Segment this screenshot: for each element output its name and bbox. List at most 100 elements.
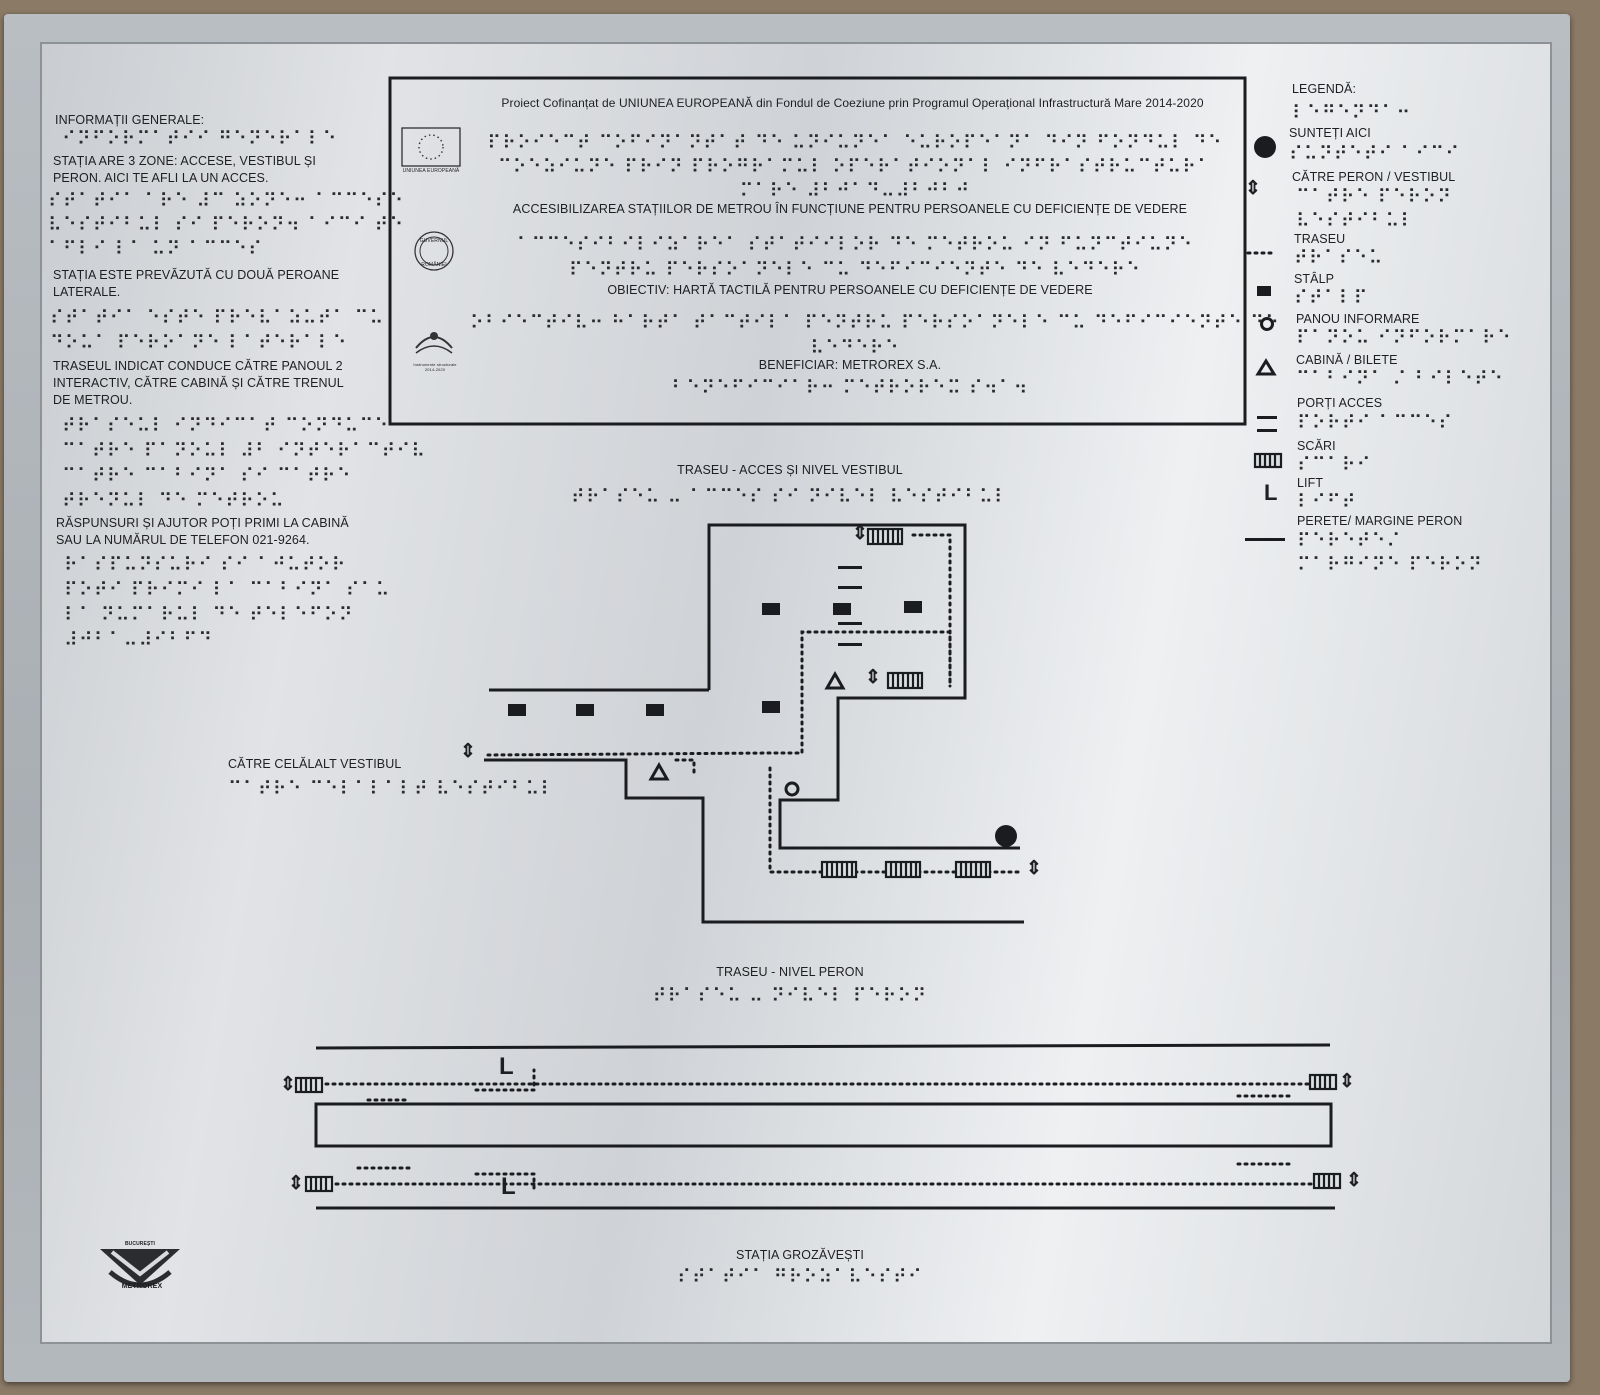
info-route-braille: ⠞⠗⠁⠎⠑⠥⠇ ⠊⠝⠙⠊⠉⠁⠞ ⠉⠕⠝⠙⠥⠉⠑ <box>62 415 390 437</box>
legend-info-panel-icon <box>1260 317 1274 331</box>
project-eu-line: Proiect Cofinanțat de UNIUNEA EUROPEANĂ … <box>501 96 1204 110</box>
info-zones-braille: ⠁⠋⠇⠊ ⠇⠁ ⠥⠝ ⠁⠉⠉⠑⠎ <box>48 238 264 260</box>
access-gate <box>838 643 862 646</box>
info-zones-braille: ⠎⠞⠁⠞⠊⠁ ⠁⠗⠑ ⠼⠉ ⠵⠕⠝⠑⠒ ⠁⠉⠉⠑⠎⠑ <box>48 190 405 212</box>
legend-ticket-icon <box>1255 358 1277 376</box>
legend-title-braille: ⠇⠑⠛⠑⠝⠙⠁⠒ <box>1292 102 1412 124</box>
government-logo <box>414 231 454 271</box>
info-route-braille: ⠞⠗⠑⠝⠥⠇ ⠙⠑ ⠍⠑⠞⠗⠕⠥ <box>62 490 285 512</box>
station-name: STAȚIA GROZĂVEȘTI <box>736 1248 864 1262</box>
access-gate <box>838 622 862 625</box>
vestibule-route-title: TRASEU - ACCES ȘI NIVEL VESTIBUL <box>677 463 903 477</box>
pillar <box>762 603 780 615</box>
route-line <box>768 766 1024 874</box>
info-help-braille: ⠼⠚⠃⠁⠤⠼⠊⠃⠋⠙ <box>64 629 214 651</box>
legend-gates-icon <box>1257 429 1277 432</box>
metrorex-logo-top: BUCUREȘTI <box>124 1241 156 1247</box>
info-platforms-braille: ⠎⠞⠁⠞⠊⠁ ⠑⠎⠞⠑ ⠏⠗⠑⠧⠁⠵⠥⠞⠁ ⠉⠥ <box>50 307 385 329</box>
project-objective-braille: ⠕⠃⠊⠑⠉⠞⠊⠧⠒ ⠓⠁⠗⠞⠁ ⠞⠁⠉⠞⠊⠇⠁ ⠏⠑⠝⠞⠗⠥ ⠏⠑⠗⠎⠕⠁⠝⠑⠇… <box>470 312 1280 334</box>
project-eu-braille: ⠉⠕⠑⠵⠊⠥⠝⠑ ⠏⠗⠊⠝ ⠏⠗⠕⠛⠗⠁⠍⠥⠇ ⠕⠏⠑⠗⠁⠞⠊⠕⠝⠁⠇ ⠊⠝⠋⠗… <box>497 156 1213 178</box>
legend-braille: ⠎⠞⠁⠇⠏ <box>1294 287 1369 309</box>
route-line <box>486 630 952 757</box>
legend-braille: ⠧⠑⠎⠞⠊⠃⠥⠇ <box>1296 210 1416 232</box>
structural-funds-caption: Instrumente structurale 2014-2020 <box>413 362 457 372</box>
legend-title: LEGENDĂ: <box>1292 82 1357 96</box>
legend-braille: ⠏⠕⠗⠞⠊ ⠁⠉⠉⠑⠎ <box>1297 412 1454 434</box>
info-zones-braille: ⠧⠑⠎⠞⠊⠃⠥⠇ ⠎⠊ ⠏⠑⠗⠕⠝⠲ ⠁⠊⠉⠊ ⠞⠑ <box>48 214 405 236</box>
tactile-map-plate <box>40 42 1552 1344</box>
vestibule-route-braille: ⠞⠗⠁⠎⠑⠥ ⠤ ⠁⠉⠉⠑⠎ ⠎⠊ ⠝⠊⠧⠑⠇ ⠧⠑⠎⠞⠊⠃⠥⠇ <box>571 486 1009 508</box>
info-route-braille: ⠉⠁⠞⠗⠑ ⠉⠁⠃⠊⠝⠁ ⠎⠊ ⠉⠁⠞⠗⠑ <box>62 465 352 487</box>
direction-arrows-icon: ⇕ <box>1026 858 1043 879</box>
legend-gates-icon <box>1257 416 1277 419</box>
access-gate <box>838 566 862 569</box>
pillar <box>508 704 526 716</box>
legend-braille: ⠞⠗⠁⠎⠑⠥ <box>1294 247 1384 269</box>
stairs <box>294 1076 324 1094</box>
project-eu-braille: ⠍⠁⠗⠑ ⠼⠃⠚⠁⠙⠤⠼⠃⠚⠃⠚ <box>739 180 971 202</box>
track-bed <box>314 1102 1333 1148</box>
legend-label-pillar: STÂLP <box>1294 272 1335 286</box>
legend-direction-icon: ⇕ <box>1245 178 1262 199</box>
info-route: TRASEUL INDICAT CONDUCE CĂTRE PANOUL 2 I… <box>53 359 344 407</box>
legend-label-gates: PORȚI ACCES <box>1297 396 1383 410</box>
route-line <box>674 758 696 779</box>
lift-icon: L <box>501 1173 516 1200</box>
legend-label-wall: PERETE/ MARGINE PERON <box>1297 514 1463 528</box>
info-panel-marker <box>784 781 800 797</box>
other-vestibule-label: CĂTRE CELĂLALT VESTIBUL <box>228 757 402 771</box>
info-platforms-braille: ⠙⠕⠥⠁ ⠏⠑⠗⠕⠁⠝⠑ ⠇⠁⠞⠑⠗⠁⠇⠑ <box>50 332 348 354</box>
legend-braille: ⠏⠑⠗⠑⠞⠑⠌ <box>1297 530 1402 552</box>
ticket-booth-triangle <box>648 761 670 781</box>
info-help: RĂSPUNSURI ȘI AJUTOR POȚI PRIMI LA CABIN… <box>56 516 349 547</box>
info-help-braille: ⠇⠁ ⠝⠥⠍⠁⠗⠥⠇ ⠙⠑ ⠞⠑⠇⠑⠋⠕⠝ <box>64 604 354 626</box>
legend-label-direction: CĂTRE PERON / VESTIBUL <box>1292 170 1456 184</box>
legend-label-you-are-here: SUNTEȚI AICI <box>1289 126 1371 140</box>
info-platforms: STAȚIA ESTE PREVĂZUTĂ CU DOUĂ PEROANE LA… <box>53 268 340 299</box>
direction-arrows-icon: ⇕ <box>460 741 477 762</box>
direction-arrows-icon: ⇕ <box>852 523 869 544</box>
legend-pillar-icon <box>1257 286 1271 296</box>
stairs <box>304 1175 334 1193</box>
legend-braille: ⠉⠁⠃⠊⠝⠁ ⠌ ⠃⠊⠇⠑⠞⠑ <box>1296 368 1504 390</box>
project-objective: OBIECTIV: HARTĂ TACTILĂ PENTRU PERSOANEL… <box>607 283 1093 297</box>
info-zones: STAȚIA ARE 3 ZONE: ACCESE, VESTIBUL ȘI P… <box>53 154 316 185</box>
stairs <box>1308 1073 1338 1091</box>
legend-braille: ⠎⠉⠁⠗⠊ <box>1297 454 1372 476</box>
stairs <box>886 671 924 690</box>
platform-route-title: TRASEU - NIVEL PERON <box>716 965 864 979</box>
route-line <box>474 1172 536 1194</box>
eu-logo-caption: UNIUNEA EUROPEANĂ <box>402 168 460 174</box>
project-box <box>388 76 1247 426</box>
pillar <box>904 601 922 613</box>
info-heading: INFORMAȚII GENERALE: <box>55 113 205 127</box>
metrorex-logo-bottom: METROREX <box>121 1283 163 1290</box>
government-logo-text: ROMÂNIEI <box>421 262 447 268</box>
direction-arrows-icon: ⇕ <box>1346 1170 1363 1191</box>
ticket-booth-triangle <box>824 670 846 690</box>
access-gate <box>838 586 862 589</box>
legend-braille: ⠎⠥⠝⠞⠑⠞⠊ ⠁⠊⠉⠊ <box>1289 143 1461 165</box>
project-accessibility-braille: ⠏⠑⠝⠞⠗⠥ ⠏⠑⠗⠎⠕⠁⠝⠑⠇⠑ ⠉⠥ ⠙⠑⠋⠊⠉⠊⠑⠝⠞⠑ ⠙⠑ ⠧⠑⠙⠑⠗… <box>568 259 1142 281</box>
legend-label-stairs: SCĂRI <box>1297 439 1336 453</box>
legend-label-ticket: CABINĂ / BILETE <box>1296 353 1398 367</box>
info-heading-braille: ⠊⠝⠋⠕⠗⠍⠁⠞⠊⠊ ⠛⠑⠝⠑⠗⠁⠇⠑ <box>62 128 338 150</box>
pillar <box>762 701 780 713</box>
legend-stairs-icon <box>1253 452 1283 469</box>
project-accessibility-braille: ⠁⠉⠉⠑⠎⠊⠃⠊⠇⠊⠵⠁⠗⠑⠁ ⠎⠞⠁⠞⠊⠊⠇⠕⠗ ⠙⠑ ⠍⠑⠞⠗⠕⠥ ⠊⠝ ⠋… <box>516 234 1194 256</box>
platform-edge-wall <box>315 1043 1331 1050</box>
stairs <box>820 860 858 879</box>
metrorex-logo <box>100 1249 180 1288</box>
platform-route-braille: ⠞⠗⠁⠎⠑⠥ ⠤ ⠝⠊⠧⠑⠇ ⠏⠑⠗⠕⠝ <box>652 985 928 1007</box>
legend-braille: ⠏⠁⠝⠕⠥ ⠊⠝⠋⠕⠗⠍⠁⠗⠑ <box>1296 327 1512 349</box>
structural-funds-logo <box>415 332 453 354</box>
pillar <box>833 603 851 615</box>
stairs-group <box>294 452 1342 1193</box>
stairs <box>866 527 904 546</box>
legend-label-info-panel: PANOU INFORMARE <box>1296 312 1420 326</box>
stairs <box>1312 1172 1342 1190</box>
route-line <box>911 533 952 688</box>
legend-label-route: TRASEU <box>1294 232 1346 246</box>
legend-braille: ⠉⠁⠞⠗⠑ ⠏⠑⠗⠕⠝ <box>1296 186 1453 208</box>
